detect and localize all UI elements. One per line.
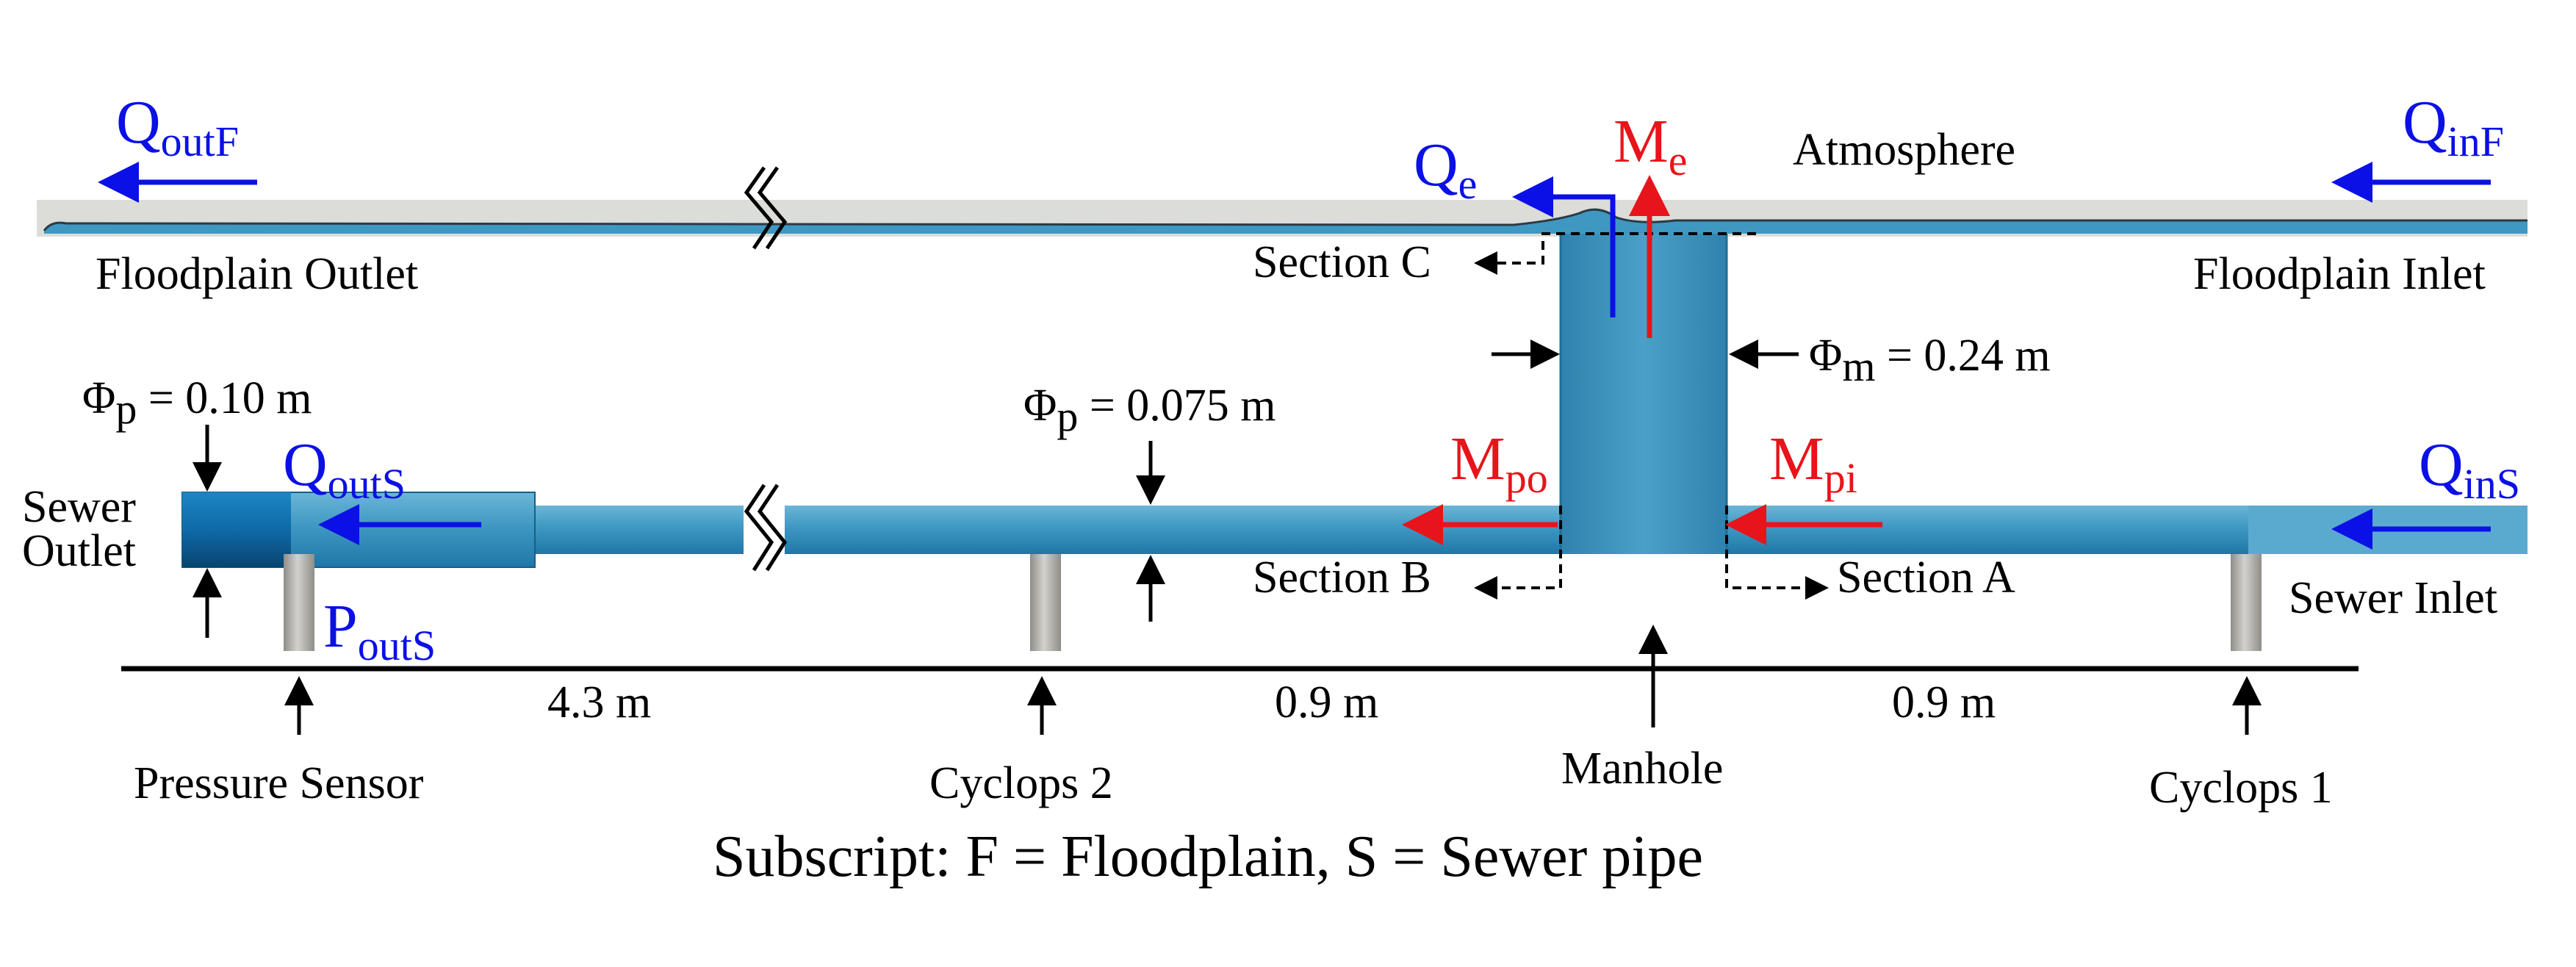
q-out-s-label: QoutS <box>283 431 406 508</box>
phi-p-pipe-label: Φp = 0.075 m <box>1023 381 1276 440</box>
section-b-label: Section B <box>1253 553 1431 603</box>
sewer-outlet-end <box>182 492 291 567</box>
q-out-f-label: QoutF <box>116 88 239 165</box>
momentum-arrows <box>1402 175 1882 545</box>
manhole <box>1559 234 1728 554</box>
distance-label-3: 0.9 m <box>1892 677 1996 727</box>
double-slash-break-icon <box>744 484 788 575</box>
atmosphere-label: Atmosphere <box>1793 125 2015 175</box>
phi-m-label: Φm = 0.24 m <box>1809 331 2051 390</box>
distance-label-2: 0.9 m <box>1275 677 1378 727</box>
section-a-label: Section A <box>1837 553 2015 603</box>
cyclops-2-label: Cyclops 2 <box>929 758 1113 808</box>
floodplain-water-line <box>43 208 2528 231</box>
floodplain <box>37 200 2528 237</box>
sewer-inlet-label: Sewer Inlet <box>2289 573 2497 623</box>
q-e-label: Qe <box>1414 131 1477 208</box>
distance-label-1: 4.3 m <box>547 677 651 727</box>
cyclops-1-support <box>2231 554 2262 651</box>
dimension-arrows <box>193 339 2262 735</box>
sewer-pipe-body <box>279 506 2528 554</box>
section-c-label: Section C <box>1253 237 1431 287</box>
manhole-shaft <box>1561 234 1727 554</box>
floodplain-water <box>44 209 2528 234</box>
manhole-label: Manhole <box>1561 744 1723 794</box>
flow-arrows <box>98 162 2491 550</box>
double-slash-break-icon <box>744 166 788 250</box>
m-po-label: Mpo <box>1450 425 1548 502</box>
q-in-s-label: QinS <box>2419 431 2520 508</box>
sewer-outlet-label-line-1: Sewer <box>22 482 136 532</box>
m-e-label: Me <box>1613 107 1687 184</box>
q-e-arrow <box>1512 176 1616 317</box>
phi-p-outlet-label: Φp = 0.10 m <box>82 373 312 433</box>
cyclops-2-support <box>1030 554 1061 651</box>
pressure-sensor-support <box>284 554 314 651</box>
q-in-f-label: QinF <box>2403 88 2504 165</box>
sewer-outlet-label-line-2: Outlet <box>22 526 136 576</box>
section-b-line <box>1474 506 1562 600</box>
pressure-sensor-label: Pressure Sensor <box>134 758 424 808</box>
subscript-note: Subscript: F = Floodplain, S = Sewer pip… <box>713 824 1703 889</box>
supports <box>284 554 2262 651</box>
cyclops-1-label: Cyclops 1 <box>2149 763 2333 813</box>
floodplain-outlet-label: Floodplain Outlet <box>96 249 418 299</box>
section-a-line <box>1725 506 1829 600</box>
p-out-s-label: PoutS <box>323 592 436 669</box>
floodplain-inlet-label: Floodplain Inlet <box>2193 249 2486 299</box>
m-pi-label: Mpi <box>1769 425 1857 502</box>
